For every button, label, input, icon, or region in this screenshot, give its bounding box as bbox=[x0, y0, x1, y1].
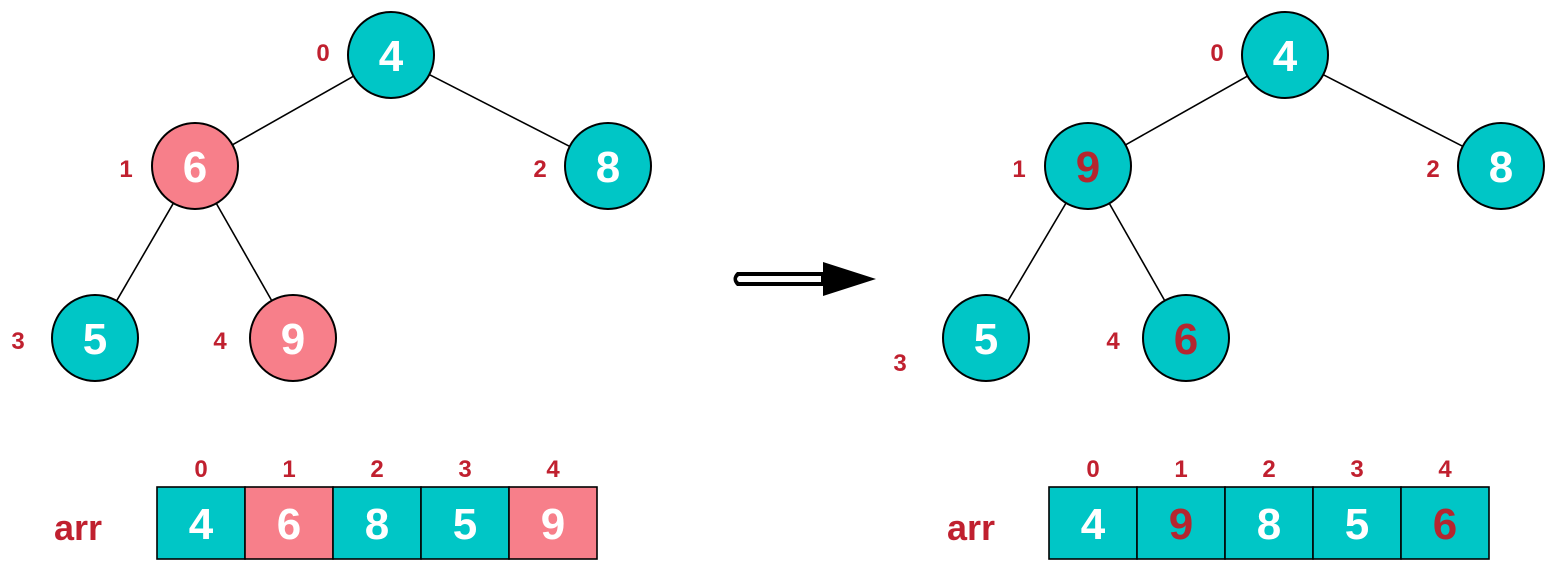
tree-node-index: 4 bbox=[213, 328, 227, 355]
tree-node-value: 5 bbox=[83, 315, 107, 364]
tree-node: 6 bbox=[1142, 294, 1230, 382]
tree-edge bbox=[115, 202, 175, 302]
array-cell-value: 9 bbox=[541, 500, 565, 549]
array-cell-index: 1 bbox=[1174, 456, 1187, 483]
tree-edge bbox=[1322, 73, 1464, 148]
tree-node-circle bbox=[347, 11, 435, 99]
array-cell: 6 bbox=[1400, 486, 1490, 560]
tree-node-index: 3 bbox=[11, 328, 24, 355]
array-cell: 8 bbox=[332, 486, 422, 560]
tree-edge bbox=[428, 73, 571, 148]
tree-node-index: 0 bbox=[316, 40, 329, 67]
tree-edge bbox=[1125, 75, 1248, 146]
array-cell-value: 4 bbox=[189, 500, 214, 549]
array-cell: 6 bbox=[244, 486, 334, 560]
array-cell-value: 8 bbox=[1257, 500, 1281, 549]
array-cell-value: 4 bbox=[1081, 500, 1106, 549]
tree-node: 6 bbox=[151, 122, 239, 210]
array-cell-value: 5 bbox=[453, 500, 477, 549]
array-cell: 4 bbox=[1048, 486, 1138, 560]
array-cell-box bbox=[156, 486, 246, 560]
array-cell-box bbox=[1400, 486, 1490, 560]
tree-node-value: 6 bbox=[183, 143, 207, 192]
tree-node-circle bbox=[249, 294, 337, 382]
panel-before: 4 0 6 1 8 2 5 3 9 4 arr 4 0 6 1 8 2 5 3 9 4 bbox=[11, 11, 652, 560]
tree-node-value: 8 bbox=[1489, 143, 1513, 192]
array-cell-index: 2 bbox=[1262, 456, 1275, 483]
tree-node-circle bbox=[1142, 294, 1230, 382]
array-label: arr bbox=[947, 507, 995, 548]
tree-node: 4 bbox=[1241, 11, 1329, 99]
tree-node-index: 1 bbox=[1012, 156, 1025, 183]
tree-edge bbox=[232, 75, 354, 146]
tree-node-index: 3 bbox=[893, 350, 906, 377]
array-cell-index: 2 bbox=[370, 456, 383, 483]
tree-node: 9 bbox=[1044, 122, 1132, 210]
array-cell-value: 8 bbox=[365, 500, 389, 549]
tree-node: 8 bbox=[564, 122, 652, 210]
tree-node: 9 bbox=[249, 294, 337, 382]
array-cell-box bbox=[1224, 486, 1314, 560]
array-cell-box bbox=[1136, 486, 1226, 560]
tree-node: 4 bbox=[347, 11, 435, 99]
array-cell: 5 bbox=[1312, 486, 1402, 560]
array-cell: 9 bbox=[1136, 486, 1226, 560]
tree-node-circle bbox=[564, 122, 652, 210]
tree-node-value: 4 bbox=[379, 32, 404, 81]
tree-node-index: 1 bbox=[119, 156, 132, 183]
array-cell-value: 6 bbox=[277, 500, 301, 549]
tree-node-circle bbox=[1457, 122, 1545, 210]
tree-node-index: 0 bbox=[1210, 40, 1223, 67]
array-cell: 9 bbox=[508, 486, 598, 560]
array-cell-value: 5 bbox=[1345, 500, 1369, 549]
array-cell-index: 4 bbox=[1438, 456, 1452, 483]
array-cell-index: 0 bbox=[194, 456, 207, 483]
tree-node-index: 2 bbox=[533, 156, 546, 183]
tree-node-index: 4 bbox=[1106, 328, 1120, 355]
array-cell-box bbox=[420, 486, 510, 560]
array-cell: 4 bbox=[156, 486, 246, 560]
array-cell: 8 bbox=[1224, 486, 1314, 560]
tree-edge bbox=[215, 202, 273, 302]
tree-edge bbox=[1108, 202, 1166, 302]
tree-node-value: 8 bbox=[596, 143, 620, 192]
tree-node-index: 2 bbox=[1426, 156, 1439, 183]
tree-node-circle bbox=[942, 294, 1030, 382]
array-label: arr bbox=[54, 507, 102, 548]
tree-node-circle bbox=[1241, 11, 1329, 99]
tree-node-value: 9 bbox=[1076, 143, 1100, 192]
tree-node-value: 6 bbox=[1174, 315, 1198, 364]
tree-node-circle bbox=[51, 294, 139, 382]
tree-node: 5 bbox=[51, 294, 139, 382]
tree-node-value: 4 bbox=[1273, 32, 1298, 81]
array-cell-value: 9 bbox=[1169, 500, 1193, 549]
double-line-right-arrow-icon bbox=[733, 262, 876, 296]
tree-node: 5 bbox=[942, 294, 1030, 382]
array-cell-index: 1 bbox=[282, 456, 295, 483]
tree-node: 8 bbox=[1457, 122, 1545, 210]
array-cell-box bbox=[508, 486, 598, 560]
array-cell-index: 4 bbox=[546, 456, 560, 483]
tree-edge bbox=[1007, 202, 1067, 302]
array-cell: 5 bbox=[420, 486, 510, 560]
tree-node-value: 9 bbox=[281, 315, 305, 364]
tree-node-circle bbox=[151, 122, 239, 210]
array-cell-index: 0 bbox=[1086, 456, 1099, 483]
array-cell-value: 6 bbox=[1433, 500, 1457, 549]
array-cell-box bbox=[1048, 486, 1138, 560]
array-cell-box bbox=[332, 486, 422, 560]
tree-node-circle bbox=[1044, 122, 1132, 210]
array-cell-index: 3 bbox=[1350, 456, 1363, 483]
tree-node-value: 5 bbox=[974, 315, 998, 364]
array-cell-index: 3 bbox=[458, 456, 471, 483]
